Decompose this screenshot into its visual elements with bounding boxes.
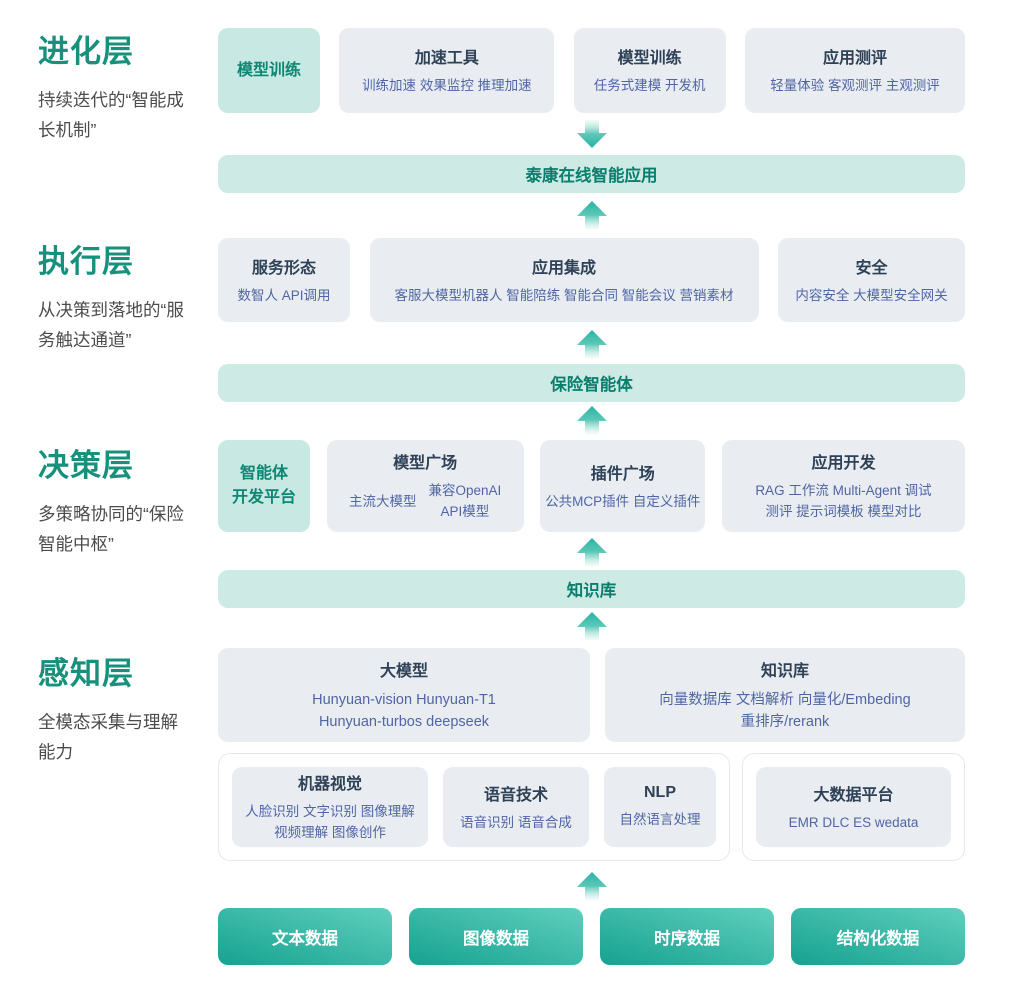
arrow-up-icon: [577, 872, 607, 900]
card-app-development: 应用开发 RAG 工作流 Multi-Agent 调试 测评 提示词模板 模型对…: [721, 440, 965, 532]
card-large-models: 大模型 Hunyuan-vision Hunyuan-T1 Hunyuan-tu…: [218, 648, 590, 742]
card-items: 公共MCP插件 自定义插件: [545, 493, 701, 509]
perception-card-row: 大模型 Hunyuan-vision Hunyuan-T1 Hunyuan-tu…: [218, 648, 965, 742]
card-title: 机器视觉: [297, 776, 362, 794]
card-items: 轻量体验 客观测评 主观测评: [770, 78, 940, 94]
card-agent-dev-platform: 智能体 开发平台: [218, 440, 310, 532]
card-items-line1: 向量数据库 文档解析 向量化/Embeding: [659, 691, 911, 708]
layer-subtitle-perception: 全模态采集与理解能力: [38, 712, 178, 763]
card-items-line1: 语音识别 语音合成: [460, 814, 572, 830]
card-items: 内容安全 大模型安全网关: [795, 287, 948, 303]
layer-head-execution: 执行层 从决策到落地的“服务触达通道”: [38, 236, 200, 355]
data-btn-text: 文本数据: [218, 908, 392, 965]
card-items-line1: 自然语言处理: [619, 811, 701, 827]
card-items-line2: 测评 提示词模板 模型对比: [765, 504, 922, 519]
card-title: 安全: [855, 259, 888, 277]
card-item-right-line2: API模型: [440, 504, 490, 519]
card-item-right-line1: 兼容OpenAI: [428, 483, 502, 499]
card-model-plaza: 模型广场 主流大模型 兼容OpenAI API模型: [326, 440, 524, 532]
card-items: 客服大模型机器人 智能陪练 智能合同 智能会议 营销素材: [394, 287, 734, 303]
card-knowledge-base: 知识库 向量数据库 文档解析 向量化/Embeding 重排序/rerank: [605, 648, 965, 742]
card-title: 应用开发: [811, 455, 876, 473]
card-app-evaluation: 应用测评 轻量体验 客观测评 主观测评: [744, 28, 965, 113]
layer-head-evolution: 进化层 持续迭代的“智能成长机制”: [38, 26, 200, 145]
card-items-line1: EMR DLC ES wedata: [788, 814, 919, 830]
card-title: 模型训练: [617, 50, 682, 68]
data-btn-structured: 结构化数据: [791, 908, 965, 965]
banner-label: 保险智能体: [550, 376, 633, 394]
card-items: 数智人 API调用: [237, 287, 331, 303]
card-bigdata-platform: 大数据平台 EMR DLC ES wedata: [756, 767, 951, 847]
layer-subtitle-execution: 从决策到落地的“服务触达通道”: [38, 300, 184, 351]
card-title: 服务形态: [251, 259, 316, 277]
card-speech-tech: 语音技术 语音识别 语音合成: [443, 767, 589, 847]
card-plugin-plaza: 插件广场 公共MCP插件 自定义插件: [540, 440, 706, 532]
card-title-line1: 智能体: [239, 465, 288, 482]
banner-insurance-agent: 保险智能体: [218, 364, 965, 402]
banner-label: 知识库: [566, 582, 617, 600]
card-items: 任务式建模 开发机: [593, 78, 706, 94]
card-items-line2: 视频理解 图像创作: [274, 825, 386, 840]
data-source-row: 文本数据 图像数据 时序数据 结构化数据: [218, 908, 965, 965]
card-model-training: 模型训练 任务式建模 开发机: [573, 28, 726, 113]
card-nlp: NLP 自然语言处理: [604, 767, 716, 847]
perception-group-bigdata: 大数据平台 EMR DLC ES wedata: [742, 753, 965, 861]
card-items-line2: Hunyuan-turbos deepseek: [318, 714, 490, 730]
arrow-up-icon: [577, 406, 607, 434]
card-service-forms: 服务形态 数智人 API调用: [218, 238, 350, 322]
card-items: 训练加速 效果监控 推理加速: [362, 78, 532, 94]
layer-head-perception: 感知层 全模态采集与理解能力: [38, 648, 200, 767]
card-title: 大数据平台: [813, 786, 894, 804]
decision-card-row: 智能体 开发平台 模型广场 主流大模型 兼容OpenAI API模型 插件广场 …: [218, 440, 965, 532]
layer-subtitle-decision: 多策略协同的“保险智能中枢”: [38, 504, 184, 555]
layer-title-evolution: 进化层: [38, 34, 134, 69]
data-btn-label: 时序数据: [654, 929, 720, 948]
card-title-line2: 开发平台: [231, 489, 296, 506]
card-title: 大模型: [379, 662, 428, 680]
banner-taikang-app: 泰康在线智能应用: [218, 155, 965, 193]
arrow-up-icon: [577, 612, 607, 640]
card-title: 插件广场: [590, 465, 655, 483]
layer-subtitle-evolution: 持续迭代的“智能成长机制”: [38, 90, 184, 141]
card-acceleration-tools: 加速工具 训练加速 效果监控 推理加速: [339, 28, 555, 113]
arrow-up-icon: [577, 330, 607, 358]
layer-title-perception: 感知层: [38, 656, 134, 691]
card-items-line2: 重排序/rerank: [740, 714, 830, 730]
data-btn-label: 图像数据: [463, 929, 529, 948]
layer-title-decision: 决策层: [38, 448, 134, 483]
card-items-line1: 人脸识别 文字识别 图像理解: [245, 804, 415, 820]
card-title: 语音技术: [483, 786, 548, 804]
perception-group-ai-capabilities: 机器视觉 人脸识别 文字识别 图像理解 视频理解 图像创作 语音技术 语音识别 …: [218, 753, 730, 861]
data-btn-image: 图像数据: [409, 908, 583, 965]
banner-label: 泰康在线智能应用: [525, 167, 658, 185]
card-title: 加速工具: [414, 50, 479, 68]
card-machine-vision: 机器视觉 人脸识别 文字识别 图像理解 视频理解 图像创作: [232, 767, 428, 847]
data-btn-timeseries: 时序数据: [600, 908, 774, 965]
banner-knowledge-base: 知识库: [218, 570, 965, 608]
execution-card-row: 服务形态 数智人 API调用 应用集成 客服大模型机器人 智能陪练 智能合同 智…: [218, 238, 965, 322]
card-title: 应用集成: [531, 259, 596, 277]
card-title: 模型广场: [393, 455, 458, 473]
card-items-line1: RAG 工作流 Multi-Agent 调试: [755, 483, 932, 499]
layer-title-execution: 执行层: [38, 244, 134, 279]
card-items-line1: Hunyuan-vision Hunyuan-T1: [312, 691, 496, 708]
arrow-down-icon: [577, 120, 607, 148]
card-title: 应用测评: [822, 50, 887, 68]
card-title: NLP: [644, 783, 676, 801]
card-title: 模型训练: [236, 61, 301, 79]
layer-head-decision: 决策层 多策略协同的“保险智能中枢”: [38, 440, 200, 559]
card-model-training-accent: 模型训练: [218, 28, 320, 113]
card-security: 安全 内容安全 大模型安全网关: [778, 238, 965, 322]
evolution-card-row: 模型训练 加速工具 训练加速 效果监控 推理加速 模型训练 任务式建模 开发机 …: [218, 28, 965, 113]
card-title: 知识库: [760, 662, 809, 680]
card-item-left: 主流大模型: [349, 493, 417, 509]
data-btn-label: 结构化数据: [836, 929, 920, 948]
arrow-up-icon: [577, 201, 607, 229]
data-btn-label: 文本数据: [272, 929, 338, 948]
card-app-integration: 应用集成 客服大模型机器人 智能陪练 智能合同 智能会议 营销素材: [369, 238, 759, 322]
arrow-up-icon: [577, 538, 607, 566]
